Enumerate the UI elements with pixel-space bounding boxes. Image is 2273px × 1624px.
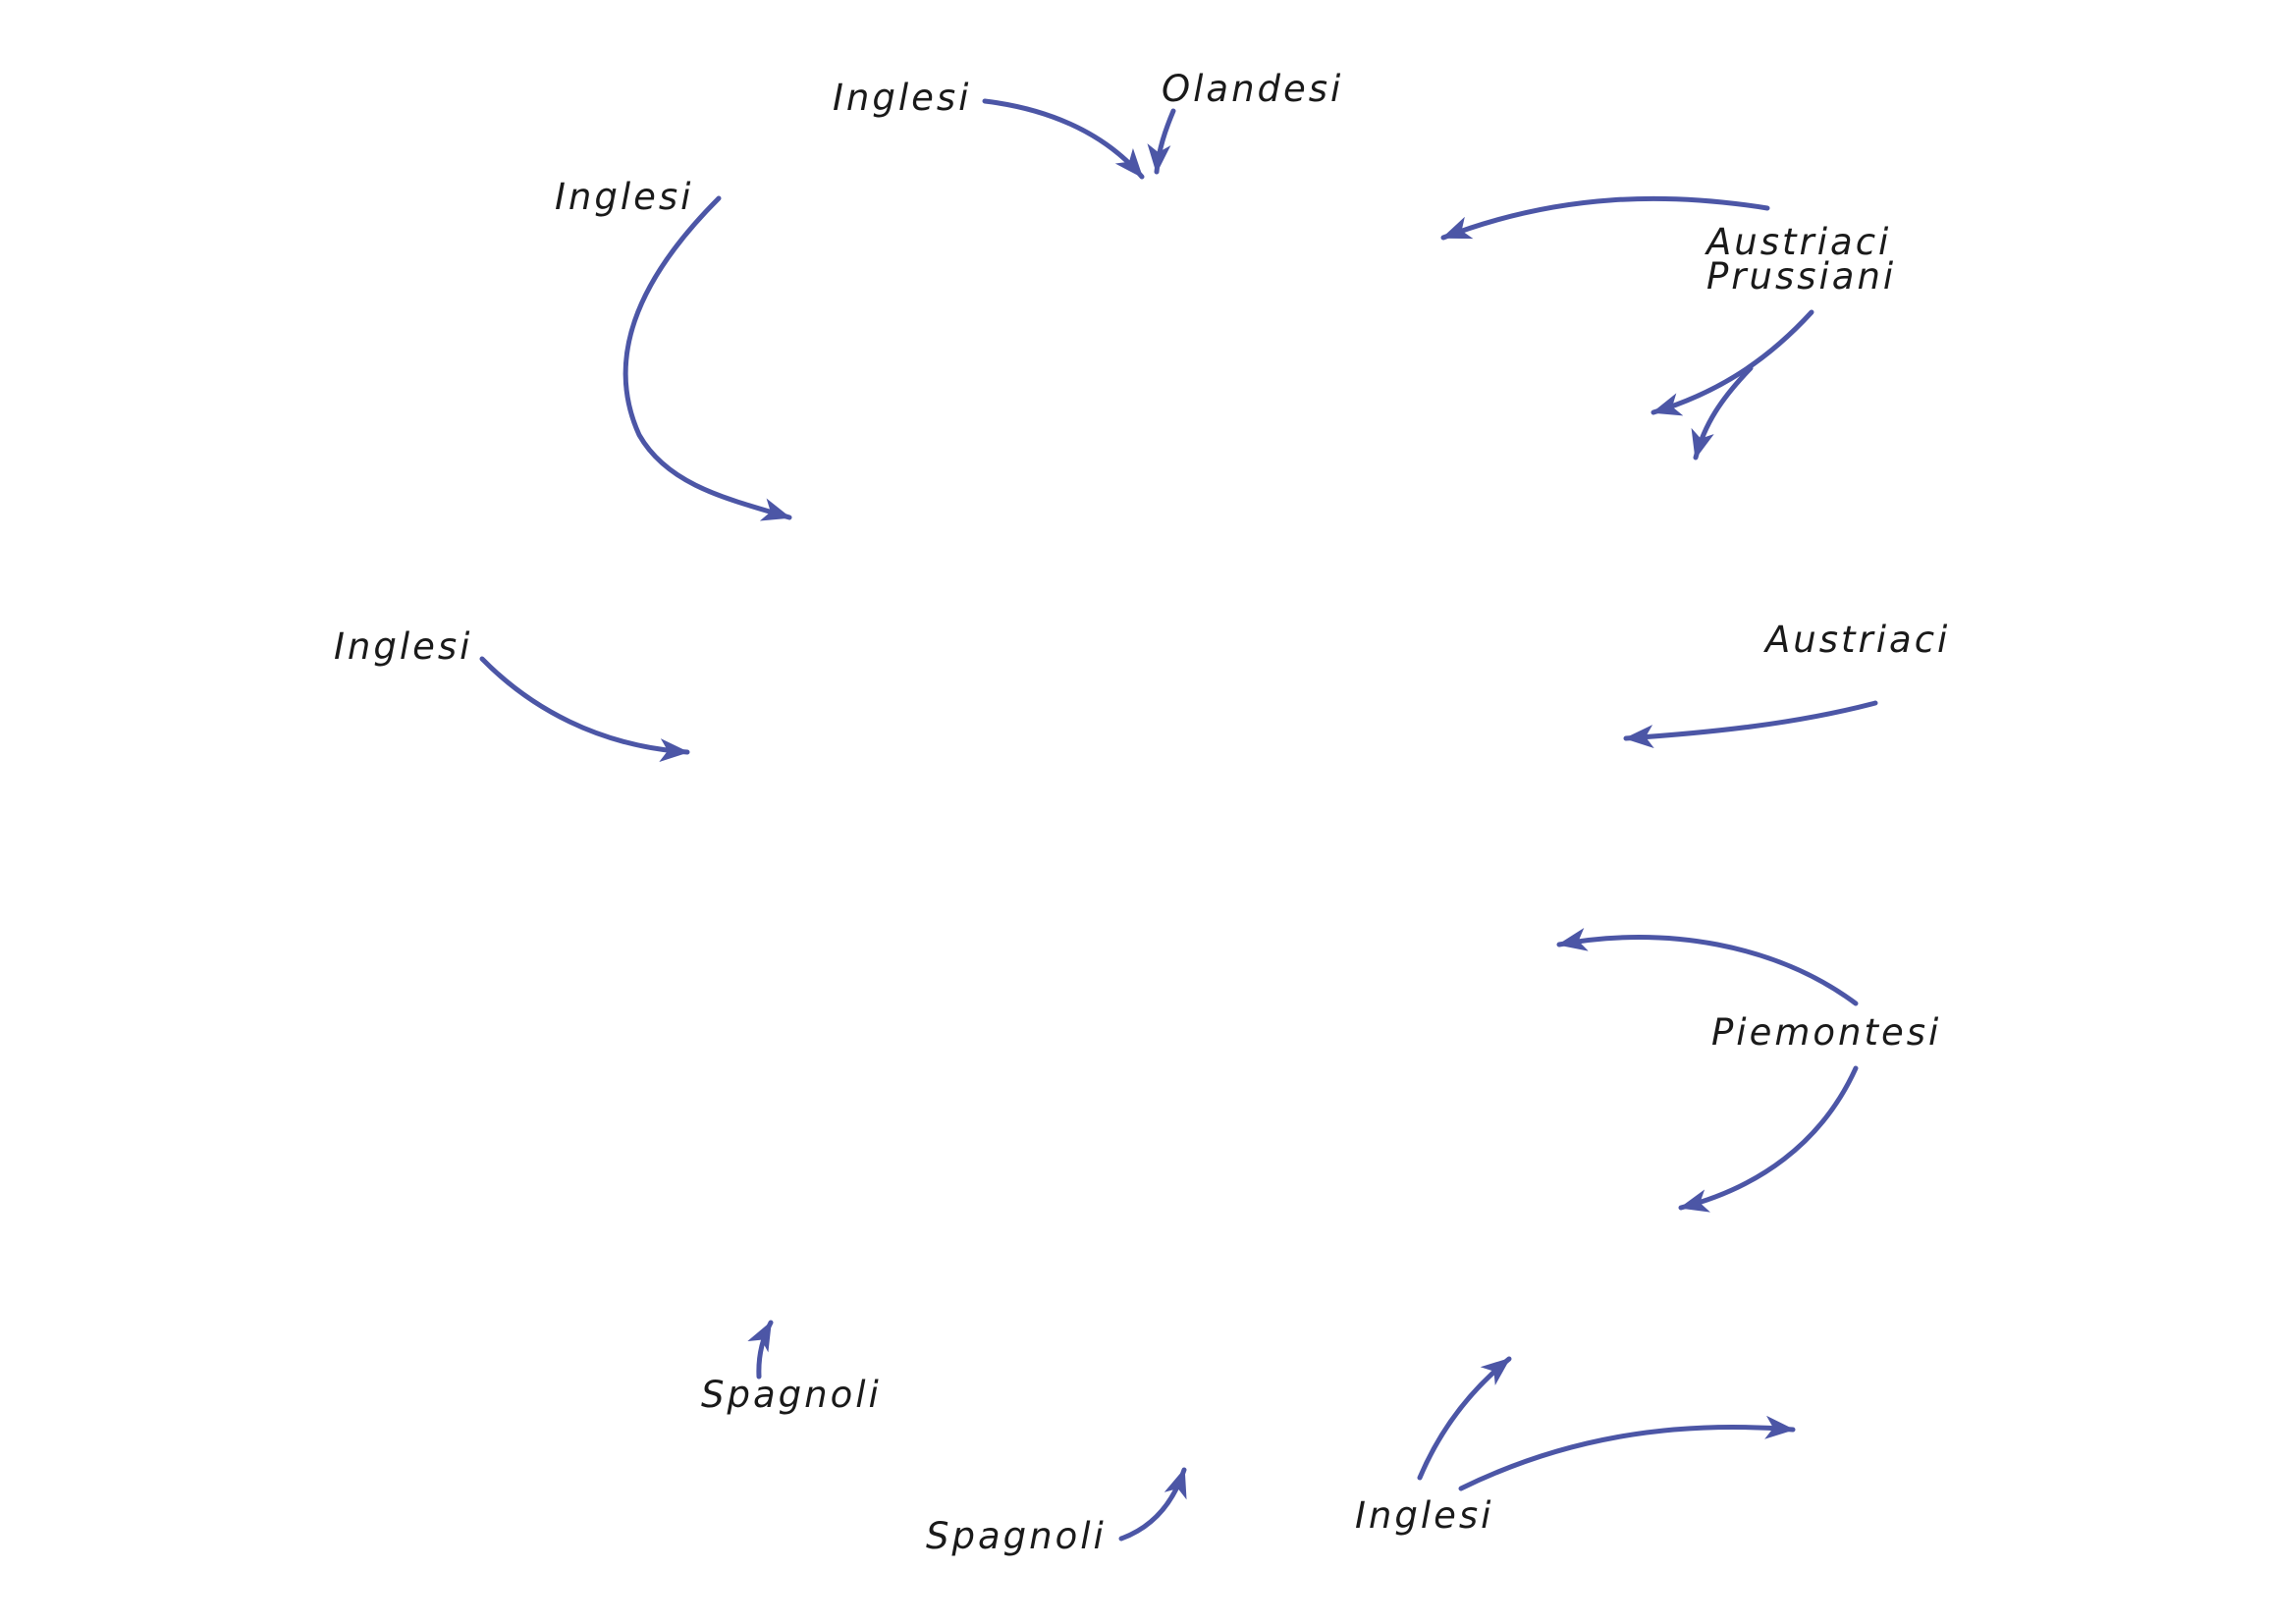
arrow-piemontesi-south [1678,1065,1859,1213]
arrow-inglesi-upper-left [622,195,792,521]
label-inglesi-upper-left: Inglesi [555,176,693,218]
label-spagnoli-bottom: Spagnoli [926,1515,1107,1557]
labels-layer: Inglesi Olandesi Inglesi Austriaci Pruss… [334,68,1950,1557]
arrow-spagnoli-left [747,1320,774,1380]
label-inglesi-top: Inglesi [833,77,971,119]
label-austriaci-top: Austriaci [1705,221,1891,263]
arrow-inglesi-top [982,98,1145,180]
arrow-olandesi [1147,108,1176,175]
arrow-inglesi-bottom-northeast [1417,1356,1512,1481]
arrow-austriaci-prussiani-west [1440,195,1770,241]
arrow-piemontesi-north [1556,928,1859,1006]
label-prussiani: Prussiani [1706,255,1896,298]
arrow-spagnoli-bottom [1118,1467,1187,1542]
label-spagnoli-left: Spagnoli [701,1374,882,1416]
arrow-austriaci-prussiani-southwest [1651,309,1814,416]
label-olandesi: Olandesi [1162,68,1343,110]
label-inglesi-bottom: Inglesi [1355,1494,1493,1537]
label-austriaci-right: Austriaci [1763,619,1950,661]
label-inglesi-left: Inglesi [334,625,472,668]
arrow-inglesi-left [479,656,690,763]
arrow-austriaci-right [1623,700,1878,749]
arrow-inglesi-bottom-east [1458,1415,1796,1491]
label-piemontesi: Piemontesi [1711,1011,1941,1054]
arrows-layer [479,98,1878,1542]
arrow-austriaci-prussiani-south [1691,365,1754,460]
